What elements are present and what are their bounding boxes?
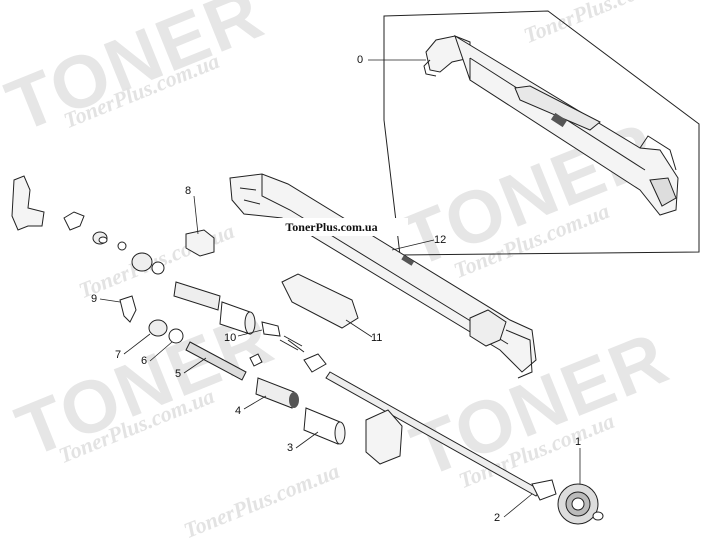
callout-10: 10 [224, 332, 237, 344]
callout-3: 3 [287, 442, 294, 454]
callout-6: 6 [141, 355, 148, 367]
callout-4: 4 [235, 405, 242, 417]
clip-part [261, 321, 281, 337]
part-9-lever [119, 295, 137, 323]
callout-5: 5 [175, 368, 182, 380]
part-2-bracket [531, 479, 557, 501]
part-10-spring [249, 353, 263, 367]
part-7-collar [148, 319, 168, 337]
left-bracket [11, 175, 45, 231]
callout-leaders [99, 59, 581, 518]
gear-part [131, 252, 153, 272]
roller-shaft [173, 281, 221, 311]
part-11-cover [281, 273, 359, 329]
callout-2: 2 [494, 512, 501, 524]
part-8-bracket [185, 229, 215, 257]
callout-11: 11 [371, 332, 383, 344]
assembly-outline-box [383, 10, 700, 256]
part-6-collar [168, 328, 184, 344]
callout-0: 0 [357, 54, 364, 66]
main-shaft [325, 371, 541, 497]
spring-coil [279, 335, 305, 353]
site-label: TonerPlus.com.ua [255, 218, 408, 236]
callout-12: 12 [434, 234, 447, 246]
part-3-sleeve [303, 407, 341, 445]
knob-part [303, 353, 327, 373]
lever-part [63, 211, 85, 231]
part-4-roller [255, 377, 295, 409]
callout-8: 8 [185, 185, 192, 197]
washer-part [117, 241, 127, 251]
callout-1: 1 [575, 436, 582, 448]
frame-12 [229, 173, 537, 379]
frame-assembly-0 [423, 34, 679, 216]
part-5-shaft [185, 341, 247, 381]
callout-9: 9 [91, 293, 98, 305]
callout-7: 7 [115, 349, 122, 361]
mid-bracket [365, 409, 403, 465]
